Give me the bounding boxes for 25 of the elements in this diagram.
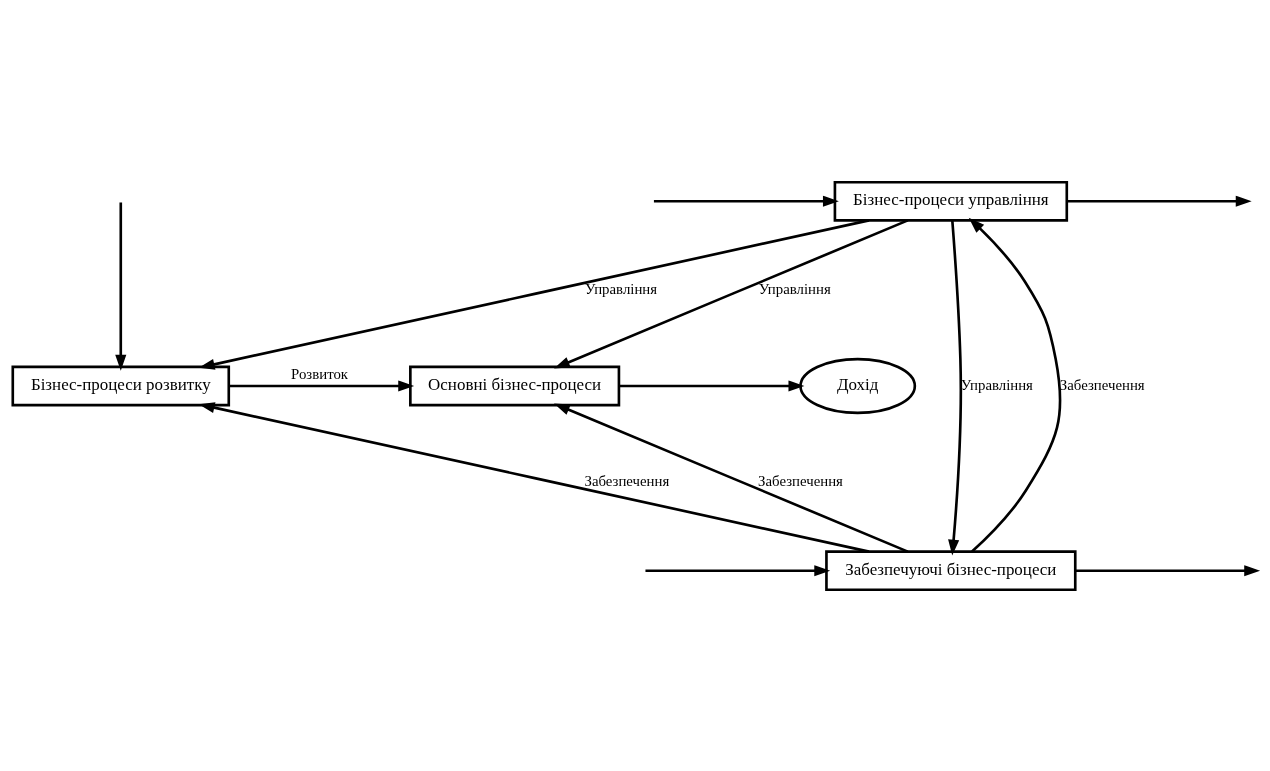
arrow (645, 564, 831, 576)
edge-label: Управління (585, 280, 658, 297)
arrow (619, 379, 805, 392)
edge-label: Забезпечення (1059, 376, 1145, 393)
arrow (553, 403, 909, 553)
arrow (948, 220, 963, 556)
edge-label: Забезпечення (584, 472, 670, 489)
arrow (653, 195, 839, 207)
edge-label: Розвиток (291, 365, 349, 382)
edge-label: Управління (758, 280, 831, 297)
node-box: Забезпечуючі бізнес-процеси (825, 549, 1077, 591)
arrow (198, 401, 870, 553)
arrow (198, 218, 870, 370)
arrow (968, 217, 1062, 553)
arrow (115, 202, 127, 371)
node-box: Бізнес-процеси управління (833, 180, 1069, 222)
arrow (1067, 195, 1252, 207)
node-box: Бізнес-процеси розвитку (11, 365, 231, 406)
node-box: Основні бізнес-процеси (409, 365, 621, 406)
arrow (1075, 564, 1261, 576)
edge-label: Управління (960, 376, 1033, 393)
edge-label: Забезпечення (758, 472, 843, 489)
arrow (553, 218, 909, 368)
node-ellipse: Дохід (799, 357, 917, 414)
arrow (228, 379, 415, 392)
